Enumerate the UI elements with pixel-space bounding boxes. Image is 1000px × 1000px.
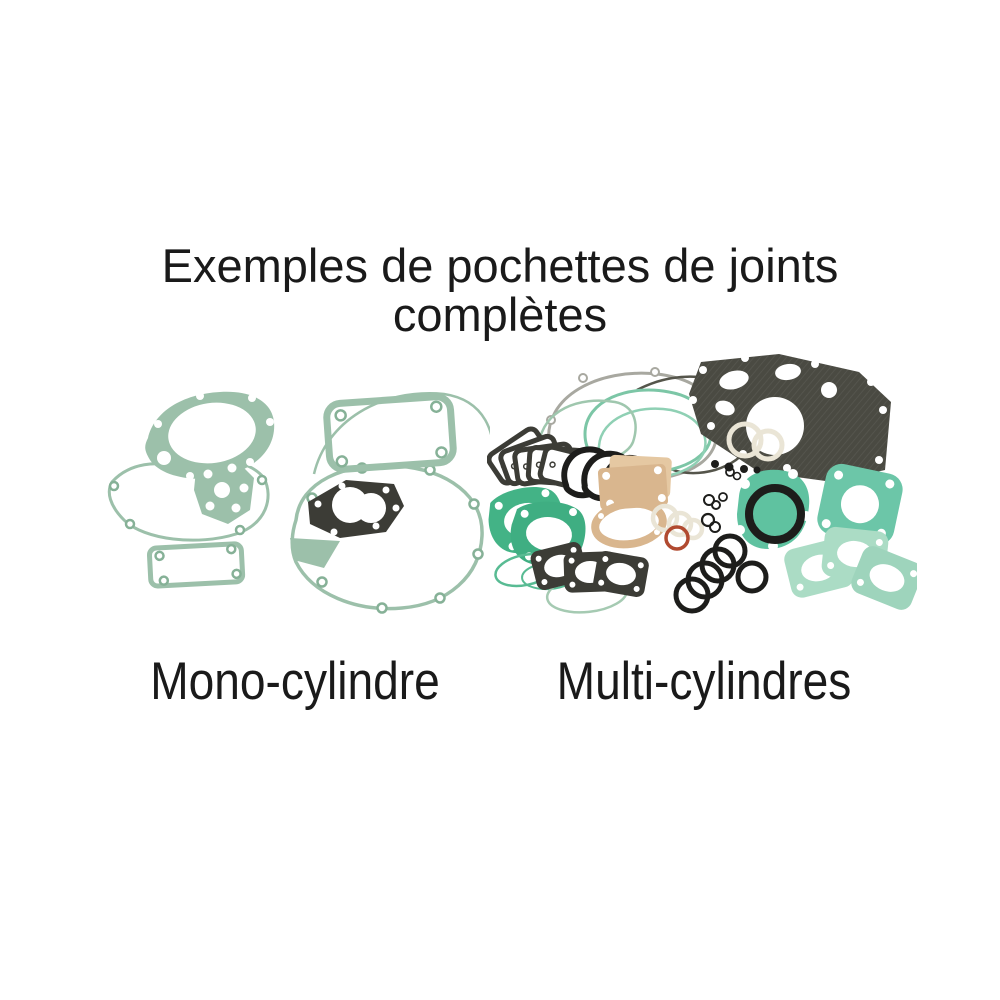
seafoam-gaskets	[784, 526, 917, 610]
page-title-line1: Exemples de pochettes de joints	[161, 239, 839, 292]
mono-gasket-kit-illustration	[107, 391, 490, 614]
black-o-rings	[673, 533, 769, 614]
stator-cover-gasket	[145, 391, 275, 480]
caption-mono-cylindre: Mono-cylindre	[150, 652, 440, 711]
reed-valve-gasket	[146, 541, 246, 589]
small-cover-gasket	[290, 538, 340, 568]
caption-multi-cylindres: Multi-cylindres	[556, 652, 852, 711]
small-o-rings	[700, 467, 742, 533]
page-title: Exemples de pochettes de joints complète…	[0, 241, 1000, 339]
page-title-line2: complètes	[392, 288, 608, 341]
red-o-ring	[664, 525, 690, 551]
rubber-grommets	[711, 460, 761, 474]
head-gasket-with-seal	[735, 469, 811, 551]
cylinder-base-gasket	[323, 393, 457, 473]
multi-gasket-kit-illustration	[487, 354, 917, 614]
water-pump-gasket	[194, 462, 254, 524]
base-gaskets-green	[488, 487, 586, 591]
paper-rings	[726, 421, 785, 462]
tan-paper-gaskets	[591, 454, 672, 549]
cylinder-head-gasket-dark	[308, 480, 404, 538]
crankcase-gasket-dark	[689, 354, 891, 482]
multi-cylinder-photo	[487, 348, 917, 648]
mono-cylinder-photo	[100, 378, 490, 636]
dark-base-gaskets-row	[530, 542, 649, 597]
